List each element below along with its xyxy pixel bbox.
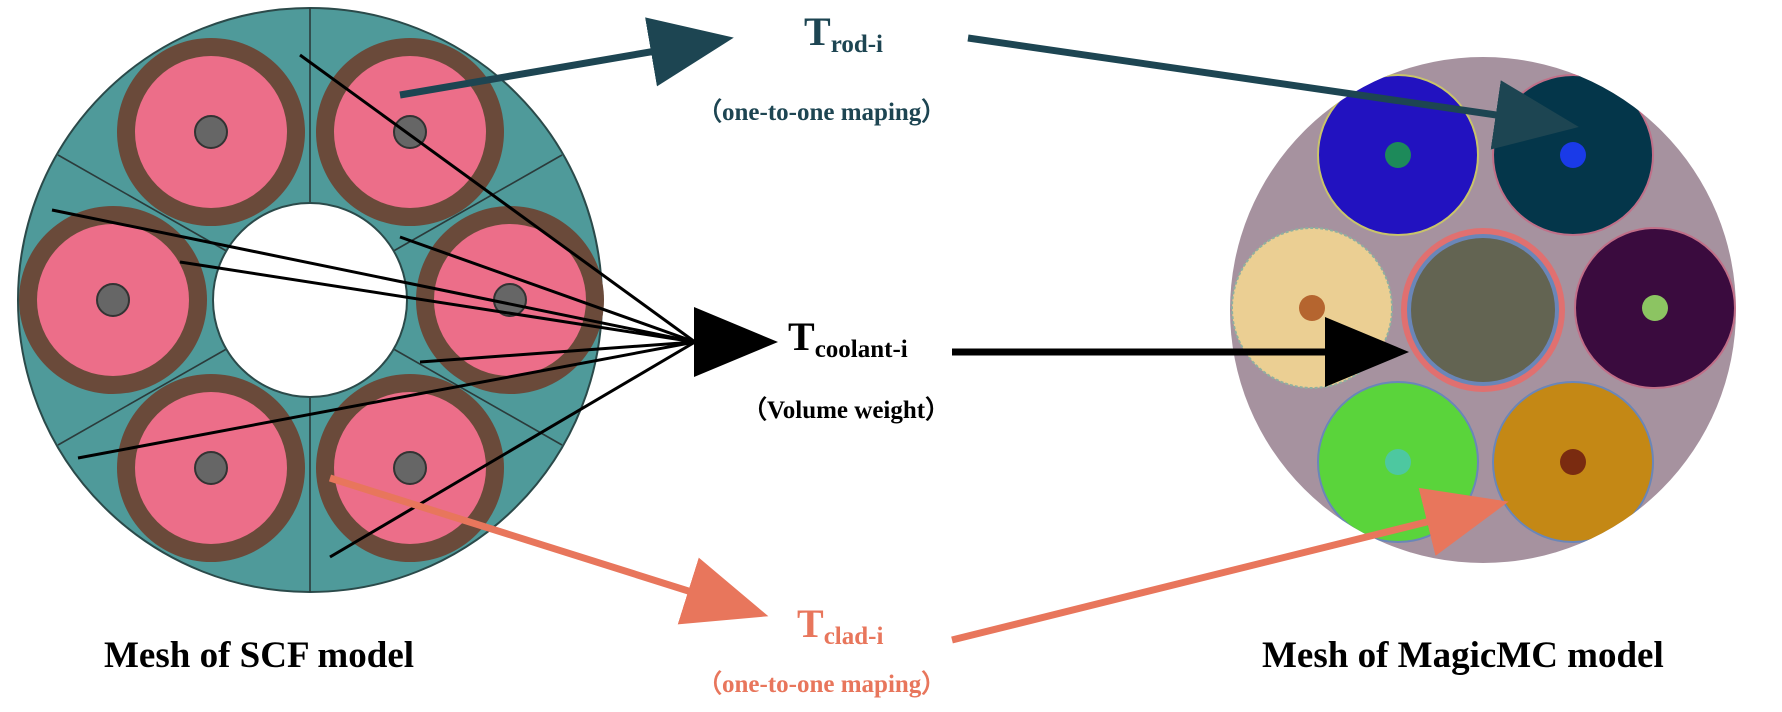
clad-temperature-symbol: T (797, 601, 824, 646)
clad-temperature-label: Tclad-i (797, 600, 883, 651)
clad-temperature-arrows (328, 474, 1509, 644)
magicmc-pin (1492, 381, 1654, 543)
magicmc-pin (1317, 74, 1479, 236)
coolant-collection-lines (51, 53, 696, 559)
coolant-temperature-label: Tcoolant-i (788, 313, 908, 364)
coolant-weighting-note: （Volume weight） (742, 397, 951, 424)
rod-temperature-symbol: T (804, 9, 831, 54)
coolant-temperature-arrows (694, 307, 1409, 387)
magicmc-model-caption: Mesh of MagicMC model (1262, 635, 1664, 676)
scf-mesh (17, 7, 604, 593)
rod-temperature-arrows (399, 17, 1579, 150)
magicmc-pin (1574, 227, 1736, 389)
scf-pin (316, 38, 504, 226)
rod-temperature-subscript: rod-i (830, 31, 884, 58)
magicmc-pin (1401, 228, 1565, 392)
scf-pin (19, 206, 207, 394)
scf-model-caption: Mesh of SCF model (104, 635, 415, 676)
rod-temperature-label: Trod-i (804, 8, 883, 59)
magicmc-pin (1231, 227, 1393, 389)
scf-pin (117, 38, 305, 226)
coolant-temperature-symbol: T (788, 314, 815, 359)
scf-subchannel-lines (57, 8, 563, 592)
rod-mapping-note: （one-to-one maping） (697, 99, 947, 126)
clad-temperature-subscript: clad-i (823, 623, 884, 650)
magicmc-mesh (1230, 57, 1736, 563)
coolant-temperature-subscript: coolant-i (814, 336, 908, 363)
magicmc-pin (1492, 74, 1654, 236)
scf-central-hole (212, 202, 408, 398)
clad-mapping-note: （one-to-one maping） (697, 671, 947, 698)
scf-pin (316, 374, 504, 562)
scf-pin (117, 374, 305, 562)
